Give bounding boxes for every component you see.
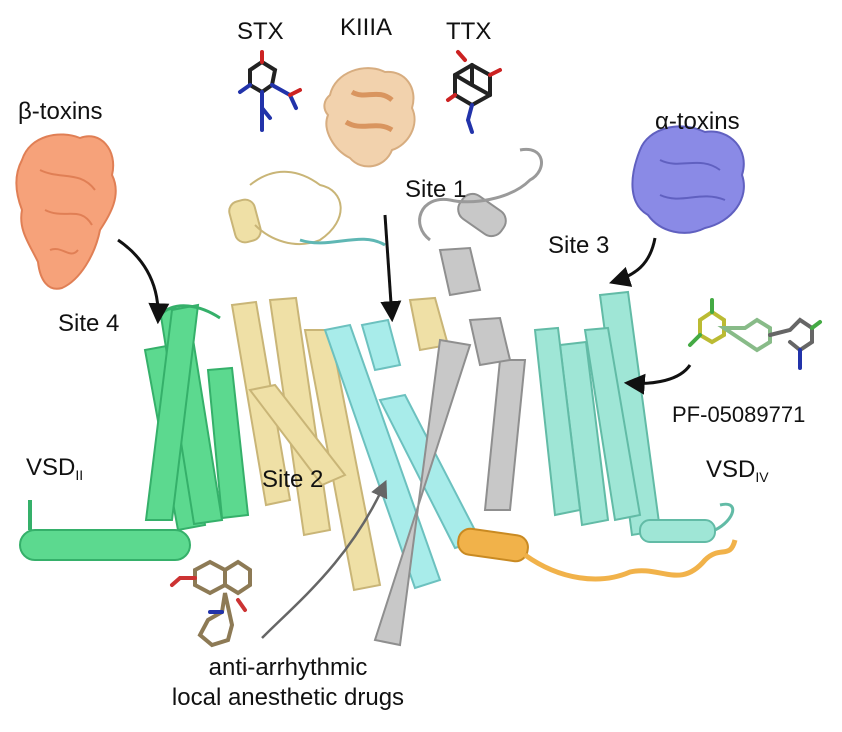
label-vsd-iv-main: VSD xyxy=(706,456,756,483)
vsd-ii-helices xyxy=(19,303,250,561)
label-site-1: Site 1 xyxy=(405,176,467,203)
pf-05089771-molecule xyxy=(688,298,822,370)
label-ttx: TTX xyxy=(446,18,492,45)
label-site-4: Site 4 xyxy=(58,310,120,337)
label-drugs: anti-arrhythmic local anesthetic drugs xyxy=(138,656,438,710)
local-anesthetic-molecule xyxy=(170,559,252,648)
label-vsd-ii: VSDII xyxy=(26,454,84,483)
label-beta-toxins: β-toxins xyxy=(18,98,103,125)
site-arrows xyxy=(117,214,692,395)
linker-orange xyxy=(457,527,738,582)
label-vsd-ii-main: VSD xyxy=(26,454,76,481)
ttx-molecule xyxy=(446,50,502,134)
label-site-2: Site 2 xyxy=(262,466,324,493)
label-drugs-line-1: anti-arrhythmic xyxy=(208,654,368,681)
stx-molecule xyxy=(238,50,302,132)
drug-arrow xyxy=(261,479,388,639)
label-vsd-iv-subscript: IV xyxy=(755,469,769,485)
label-stx: STX xyxy=(237,18,284,45)
label-kiiia: KIIIA xyxy=(340,14,393,41)
label-drugs-line-2: local anesthetic drugs xyxy=(171,684,405,711)
pore-domain-gray xyxy=(373,147,543,647)
vsd-iv-helices xyxy=(533,290,734,543)
kiiia-surface xyxy=(323,67,416,168)
label-vsd-ii-subscript: II xyxy=(75,467,84,483)
label-pf-05089771: PF-05089771 xyxy=(672,402,806,427)
label-site-3: Site 3 xyxy=(548,232,610,259)
label-alpha-toxins: α-toxins xyxy=(655,108,740,135)
label-vsd-iv: VSDIV xyxy=(706,456,769,485)
alpha-toxin-surface xyxy=(631,125,745,234)
beta-toxin-surface xyxy=(15,133,117,290)
